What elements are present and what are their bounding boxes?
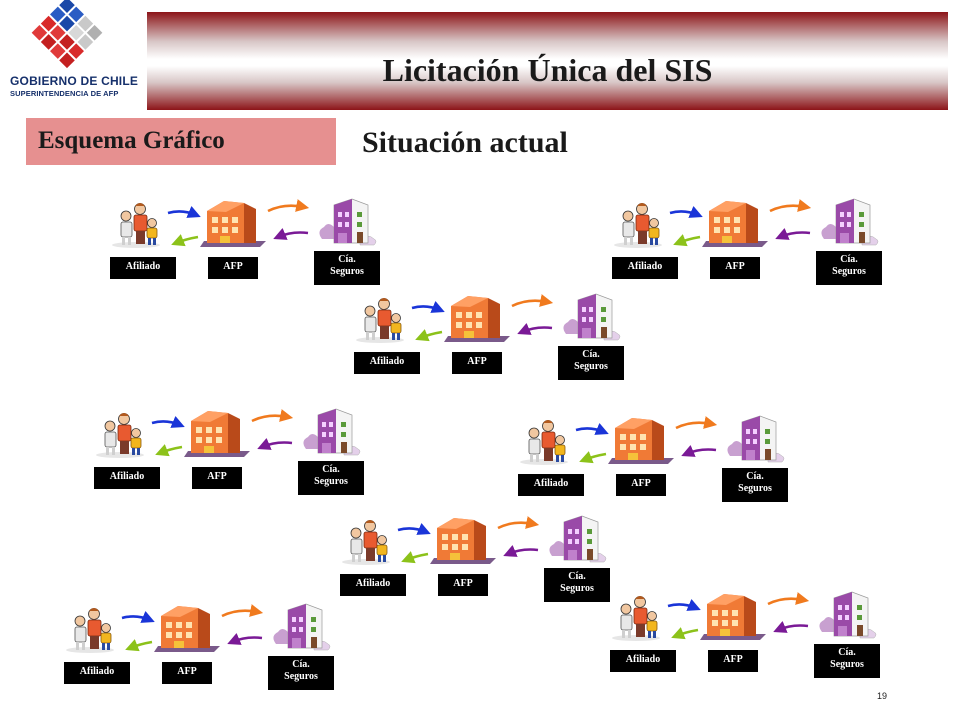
diagram-unit-2: Afiliado AFP Cía.Seguros (610, 195, 900, 295)
label-cia-seguros: Cía.Seguros (314, 251, 380, 285)
arrow-afp-to-afiliado (155, 444, 183, 457)
cia-seguros-building-icon (821, 198, 879, 246)
arrow-afiliado-to-afp (167, 205, 201, 218)
label-afp: AFP (452, 352, 502, 374)
cia-seguros-building-icon (563, 293, 621, 341)
afp-building-icon (702, 201, 768, 247)
arrow-afiliado-to-afp (669, 205, 703, 218)
arrow-afp-to-afiliado (401, 551, 429, 564)
afp-building-icon (430, 518, 496, 564)
arrow-afp-to-cia (251, 409, 294, 423)
label-afp: AFP (208, 257, 258, 279)
arrow-afiliado-to-afp (121, 610, 155, 623)
arrow-afiliado-to-afp (397, 522, 431, 535)
arrow-cia-to-afp (257, 437, 293, 450)
label-afiliado: Afiliado (610, 650, 676, 672)
title-banner: Licitación Única del SIS (147, 12, 948, 110)
arrow-afp-to-afiliado (171, 234, 199, 247)
arrow-afiliado-to-afp (667, 598, 701, 611)
arrow-afp-to-cia (267, 199, 310, 213)
section-label: Esquema Gráfico (38, 127, 225, 154)
label-afiliado: Afiliado (110, 257, 176, 279)
cia-seguros-building-icon (273, 603, 331, 651)
arrow-afp-to-cia (511, 294, 554, 308)
logo-title: GOBIERNO DE CHILE (10, 74, 139, 88)
page-title: Licitación Única del SIS (382, 52, 713, 88)
arrow-afp-to-afiliado (671, 627, 699, 640)
label-cia-seguros: Cía.Seguros (816, 251, 882, 285)
label-afiliado: Afiliado (64, 662, 130, 684)
cia-seguros-building-icon (303, 408, 361, 456)
arrow-afiliado-to-afp (151, 415, 185, 428)
afiliado-people-icon (612, 596, 660, 641)
label-afiliado: Afiliado (94, 467, 160, 489)
afiliado-people-icon (96, 413, 144, 458)
arrow-cia-to-afp (773, 620, 809, 633)
afiliado-people-icon (112, 203, 160, 248)
arrow-afp-to-afiliado (415, 329, 443, 342)
arrow-afp-to-cia (675, 416, 718, 430)
section-badge: Esquema Gráfico (26, 118, 336, 165)
afiliado-people-icon (66, 608, 114, 653)
afiliado-people-icon (614, 203, 662, 248)
label-afp: AFP (708, 650, 758, 672)
arrow-afp-to-cia (769, 199, 812, 213)
label-afp: AFP (192, 467, 242, 489)
diagram-unit-7: Afiliado AFP Cía.Seguros (62, 600, 352, 700)
afiliado-people-icon (342, 520, 390, 565)
afp-building-icon (608, 418, 674, 464)
arrow-cia-to-afp (775, 227, 811, 240)
arrow-cia-to-afp (227, 632, 263, 645)
label-afp: AFP (616, 474, 666, 496)
label-cia-seguros: Cía.Seguros (722, 468, 788, 502)
arrow-cia-to-afp (681, 444, 717, 457)
label-afp: AFP (710, 257, 760, 279)
arrow-afiliado-to-afp (411, 300, 445, 313)
label-afp: AFP (438, 574, 488, 596)
arrow-afp-to-cia (497, 516, 540, 530)
label-cia-seguros: Cía.Seguros (814, 644, 880, 678)
afiliado-people-icon (356, 298, 404, 343)
gobierno-de-chile-logo: GOBIERNO DE CHILE SUPERINTENDENCIA DE AF… (4, 0, 144, 100)
diagram-unit-3: Afiliado AFP Cía.Seguros (352, 290, 642, 390)
afp-building-icon (154, 606, 220, 652)
cia-seguros-building-icon (549, 515, 607, 563)
chile-cubes-icon (31, 0, 103, 69)
page-number: 19 (877, 691, 888, 701)
afiliado-people-icon (520, 420, 568, 465)
arrow-afp-to-cia (767, 592, 810, 606)
arrow-afp-to-afiliado (579, 451, 607, 464)
diagram-unit-4: Afiliado AFP Cía.Seguros (92, 405, 382, 505)
label-cia-seguros: Cía.Seguros (268, 656, 334, 690)
diagram-unit-1: Afiliado AFP Cía.Seguros (108, 195, 398, 295)
afp-building-icon (184, 411, 250, 457)
diagram-unit-6: Afiliado AFP Cía.Seguros (338, 512, 628, 612)
cia-seguros-building-icon (819, 591, 877, 639)
label-cia-seguros: Cía.Seguros (544, 568, 610, 602)
label-afp: AFP (162, 662, 212, 684)
diagram-unit-8: Afiliado AFP Cía.Seguros (608, 588, 898, 688)
arrow-cia-to-afp (503, 544, 539, 557)
label-afiliado: Afiliado (612, 257, 678, 279)
cia-seguros-building-icon (727, 415, 785, 463)
arrow-cia-to-afp (517, 322, 553, 335)
label-afiliado: Afiliado (340, 574, 406, 596)
logo-subtitle: SUPERINTENDENCIA DE AFP (10, 89, 119, 98)
arrow-afiliado-to-afp (575, 422, 609, 435)
afp-building-icon (700, 594, 766, 640)
afp-building-icon (444, 296, 510, 342)
label-afiliado: Afiliado (354, 352, 420, 374)
diagram-unit-5: Afiliado AFP Cía.Seguros (516, 412, 806, 512)
diagram-subtitle: Situación actual (362, 126, 568, 159)
arrow-afp-to-afiliado (673, 234, 701, 247)
cia-seguros-building-icon (319, 198, 377, 246)
arrow-afp-to-cia (221, 604, 264, 618)
label-cia-seguros: Cía.Seguros (558, 346, 624, 380)
label-cia-seguros: Cía.Seguros (298, 461, 364, 495)
arrow-cia-to-afp (273, 227, 309, 240)
arrow-afp-to-afiliado (125, 639, 153, 652)
afp-building-icon (200, 201, 266, 247)
label-afiliado: Afiliado (518, 474, 584, 496)
